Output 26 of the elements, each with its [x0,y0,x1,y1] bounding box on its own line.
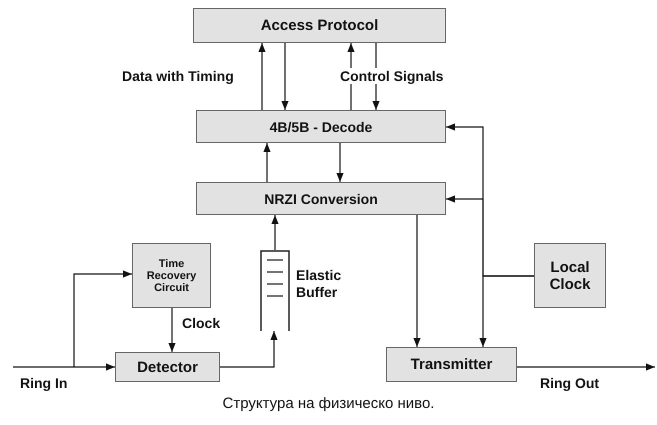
arrow [479,275,534,347]
arrow [73,270,132,367]
edge-label: Clock [180,315,222,331]
block-box: NRZI Conversion [196,182,446,215]
block-box: Access Protocol [193,8,446,43]
signal-label: Control Signals [338,68,446,84]
arrow [263,143,271,182]
buffer-label: Elastic Buffer [296,267,342,300]
block-box: Time Recovery Circuit [132,243,211,308]
arrow [168,308,176,352]
arrow [281,43,289,110]
arrow [258,43,266,110]
caption: Структура на физическо ниво. [222,395,436,412]
arrow [220,331,278,368]
arrow [271,215,279,250]
block-box: 4B/5B - Decode [196,110,446,143]
block-box: Transmitter [386,347,517,382]
arrow [517,363,655,371]
edge-label: Ring In [18,375,70,391]
block-box: Local Clock [534,243,606,308]
signal-label: Data with Timing [120,68,236,84]
arrow [413,215,421,347]
arrow [336,143,344,182]
arrow [13,363,115,371]
block-box: Detector [115,352,220,382]
edge-label: Ring Out [538,375,602,391]
